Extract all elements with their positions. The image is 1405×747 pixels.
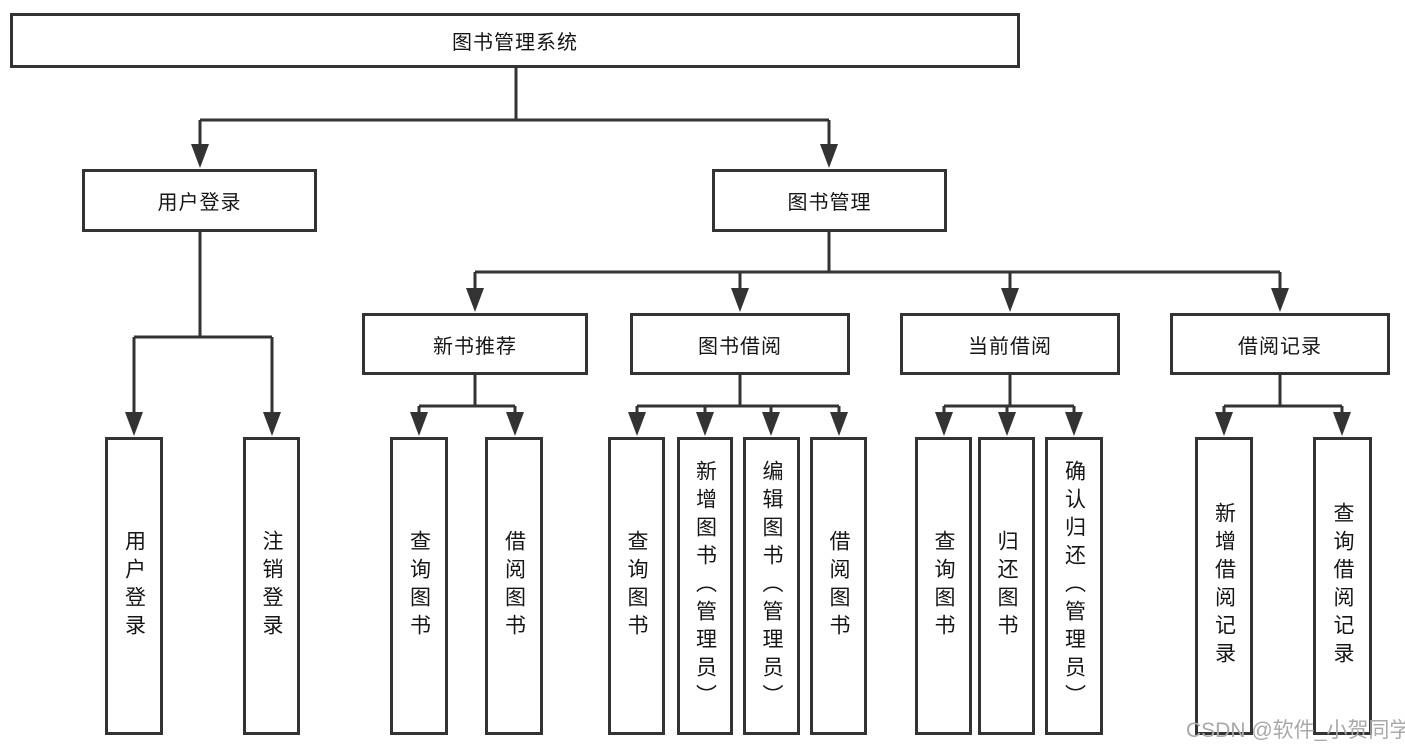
node-user-login: 用户登录	[82, 169, 317, 232]
leaf-user-login-label: 用户登录	[122, 530, 146, 642]
leaf-query-borrow-record-label: 查询借阅记录	[1331, 502, 1354, 670]
node-book-management: 图书管理	[712, 169, 947, 232]
node-root: 图书管理系统	[10, 13, 1020, 68]
leaf-query-books-1-label: 查询图书	[407, 530, 431, 642]
leaf-add-borrow-record-label: 新增借阅记录	[1212, 502, 1236, 670]
node-borrowing-records: 借阅记录	[1170, 313, 1390, 375]
leaf-logout-login: 注销登录	[243, 437, 300, 735]
leaf-query-books-3-label: 查询图书	[932, 530, 955, 642]
leaf-query-books-2-label: 查询图书	[625, 530, 648, 642]
leaf-edit-books-admin: 编辑图书（管理员）	[743, 437, 800, 735]
leaf-return-books: 归还图书	[978, 437, 1035, 735]
leaf-user-login: 用户登录	[105, 437, 163, 735]
leaf-query-books-2: 查询图书	[608, 437, 665, 735]
node-new-book-recommendation: 新书推荐	[362, 313, 588, 375]
leaf-add-borrow-record: 新增借阅记录	[1195, 437, 1253, 735]
leaf-edit-books-admin-label: 编辑图书（管理员）	[760, 460, 783, 712]
leaf-confirm-return-admin-label: 确认归还（管理员）	[1062, 460, 1086, 712]
leaf-borrow-books-2: 借阅图书	[810, 437, 867, 735]
leaf-confirm-return-admin: 确认归还（管理员）	[1045, 437, 1103, 735]
node-current-borrowing: 当前借阅	[900, 313, 1120, 375]
leaf-borrow-books-1-label: 借阅图书	[502, 530, 526, 642]
leaf-query-books-3: 查询图书	[915, 437, 972, 735]
leaf-borrow-books-1: 借阅图书	[485, 437, 543, 735]
leaf-logout-login-label: 注销登录	[260, 530, 283, 642]
leaf-borrow-books-2-label: 借阅图书	[827, 530, 850, 642]
leaf-add-books-admin-label: 新增图书（管理员）	[693, 460, 717, 712]
leaf-query-borrow-record: 查询借阅记录	[1313, 437, 1372, 735]
node-book-borrowing: 图书借阅	[630, 313, 850, 375]
leaf-query-books-1: 查询图书	[390, 437, 448, 735]
leaf-add-books-admin: 新增图书（管理员）	[677, 437, 733, 735]
csdn-watermark: CSDN @软件_小贺同学	[1186, 719, 1405, 742]
leaf-return-books-label: 归还图书	[995, 530, 1018, 642]
